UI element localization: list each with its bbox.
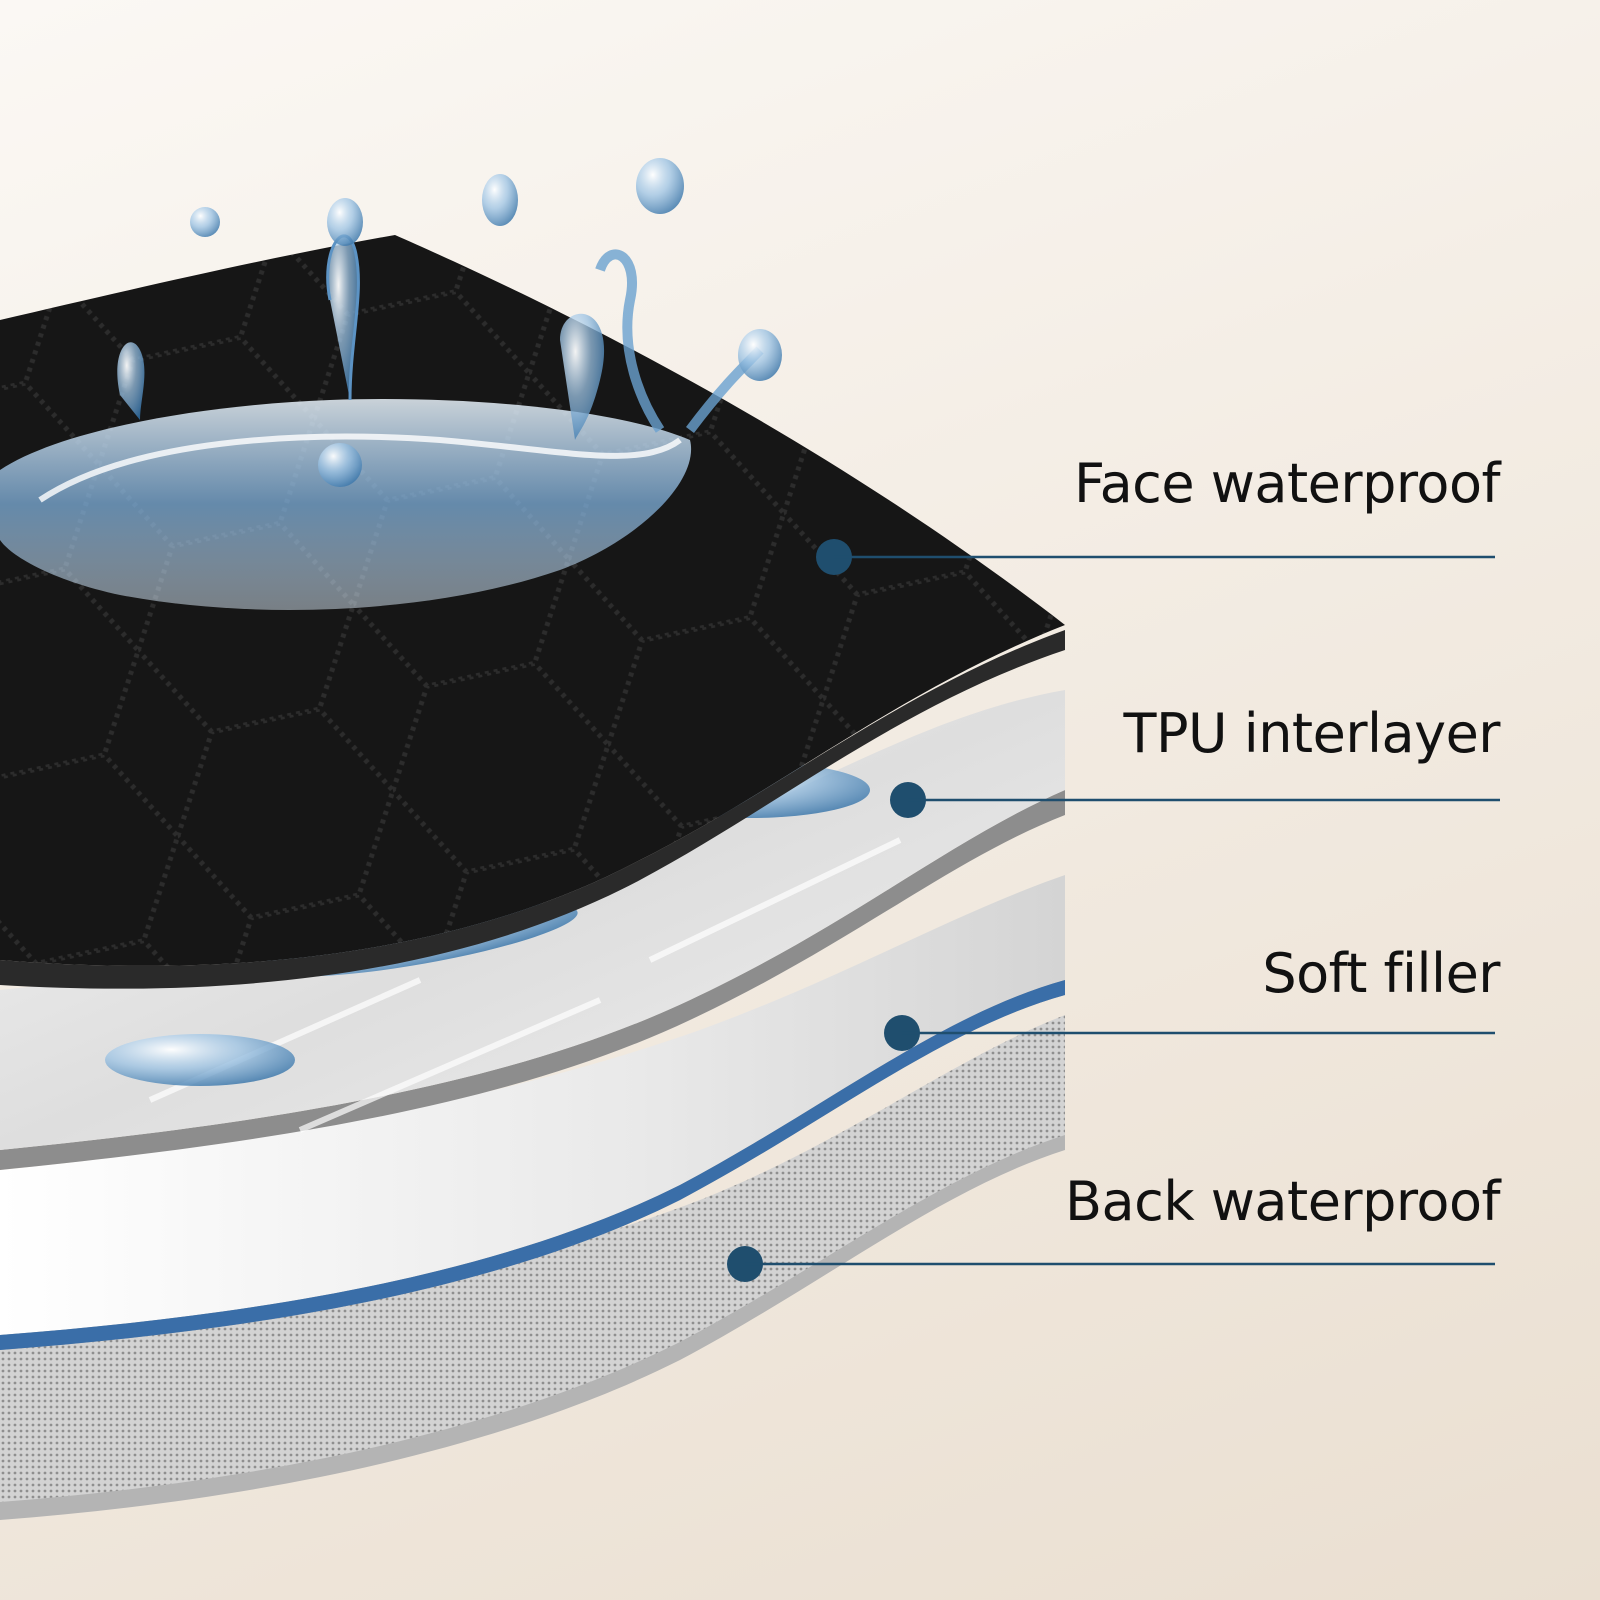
label-face-waterproof: Face waterproof (1073, 452, 1501, 515)
callout-tpu (890, 782, 1500, 818)
water-droplet (482, 174, 518, 226)
soft-filler-layer (0, 875, 1065, 1350)
label-soft-filler: Soft filler (1262, 942, 1500, 1005)
water-bead (105, 1034, 295, 1086)
label-back-waterproof: Back waterproof (1065, 1170, 1501, 1233)
callout-back (727, 1246, 1495, 1282)
callout-face (816, 539, 1495, 575)
water-splash (0, 158, 782, 610)
water-droplet (738, 329, 782, 381)
callout-soft (884, 1015, 1495, 1051)
water-droplet (327, 198, 363, 246)
water-droplet (190, 207, 220, 237)
label-tpu-interlayer: TPU interlayer (1123, 702, 1500, 765)
water-droplet (636, 158, 684, 214)
